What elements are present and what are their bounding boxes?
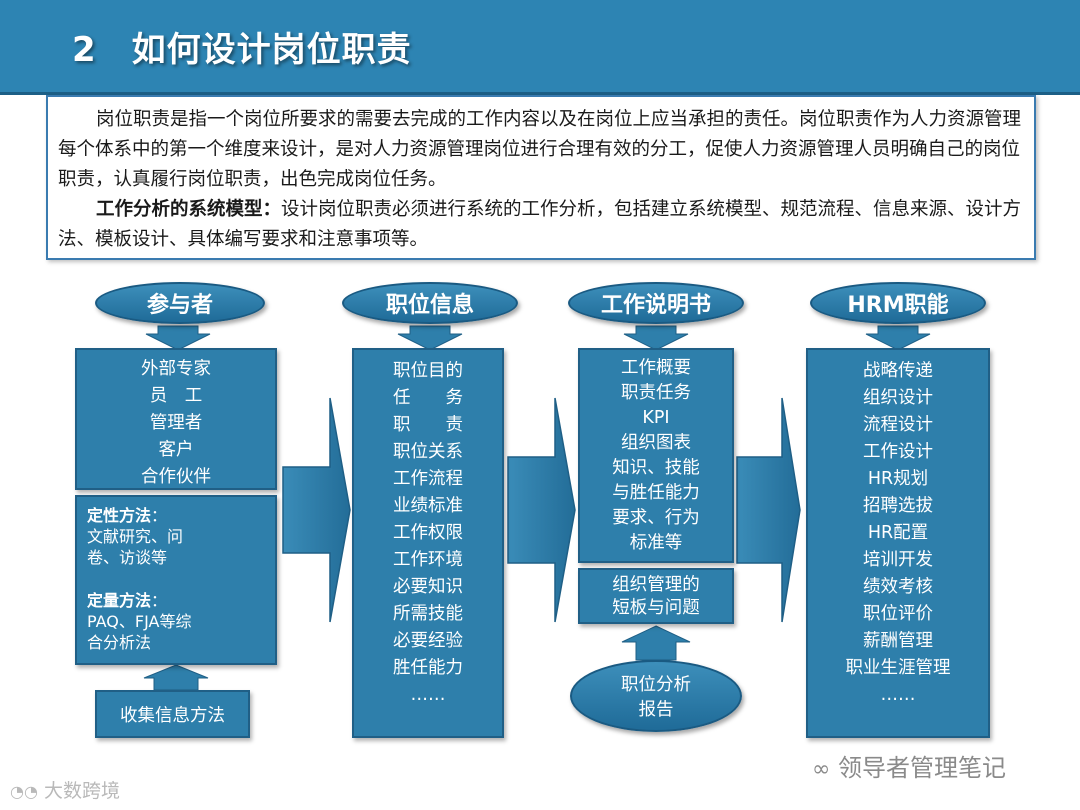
list-item: 培训开发 [863, 550, 933, 570]
list-item: 合作伙伴 [141, 467, 211, 487]
list-item: 管理者 [149, 413, 203, 433]
intro-paragraph-2-text: 设计岗位职责必须进行系统的工作分析，包括建立系统模型、规范流程、信息来源、设计方… [58, 199, 1022, 250]
report-line: 报告 [638, 700, 674, 720]
position-info-header: 职位信息 [342, 282, 518, 324]
list-item: 业绩标准 [393, 496, 463, 516]
list-item: 职责任务 [621, 383, 691, 403]
right-arrow-icon [736, 397, 801, 623]
intro-box: 岗位职责是指一个岗位所要求的需要去完成的工作内容以及在岗位上应当承担的责任。岗位… [46, 95, 1036, 260]
watermark-left-text: 大数跨境 [43, 780, 120, 802]
list-item: 工作权限 [393, 523, 463, 543]
list-item: 职 责 [393, 415, 463, 435]
list-item: 流程设计 [863, 415, 933, 435]
methods-box: 定性方法： 文献研究、问卷、访谈等 定量方法： PAQ、FJA等综合分析法 [75, 495, 277, 665]
quantitative-method-text: PAQ、FJA等综合分析法 [87, 612, 192, 652]
qualitative-method-text: 文献研究、问卷、访谈等 [87, 527, 184, 567]
list-item: 薪酬管理 [863, 631, 933, 651]
list-item: 战略传递 [863, 361, 933, 381]
hrm-functions-header: HRM职能 [810, 282, 986, 324]
list-item: 客户 [158, 440, 194, 460]
list-item: 任 务 [393, 388, 463, 408]
list-item: 知识、技能 [612, 458, 700, 478]
list-item: 要求、行为 [612, 508, 700, 528]
list-item: 工作概要 [621, 358, 691, 378]
list-item: 外部专家 [141, 359, 211, 379]
list-item: 胜任能力 [393, 658, 463, 678]
up-arrow-icon [143, 664, 209, 691]
watermark-bottom-right: ∞ 领导者管理笔记 [812, 748, 1006, 783]
slide-title: 2 如何设计岗位职责 [72, 30, 412, 70]
list-item: 必要经验 [393, 631, 463, 651]
right-arrow-icon [507, 397, 576, 623]
list-item: …… [410, 685, 446, 705]
list-item: …… [880, 685, 916, 705]
list-item: 工作设计 [863, 442, 933, 462]
list-item: 与胜任能力 [612, 483, 700, 503]
job-description-box: 工作概要 职责任务 KPI 组织图表 知识、技能 与胜任能力 要求、行为 标准等 [578, 348, 734, 563]
quantitative-method-label: 定量方法 [87, 591, 152, 610]
intro-paragraph-2-bold: 工作分析的系统模型： [96, 199, 282, 220]
quantitative-method-colon: ： [151, 591, 168, 610]
list-item: 所需技能 [393, 604, 463, 624]
down-arrow-icon [145, 325, 211, 351]
collect-method-label: 收集信息方法 [120, 705, 225, 726]
list-item: 组织设计 [863, 388, 933, 408]
report-line: 职位分析 [621, 675, 691, 695]
right-arrow-icon [282, 397, 351, 623]
title-bar: 2 如何设计岗位职责 [0, 0, 1080, 95]
down-arrow-icon [397, 325, 463, 351]
list-item: KPI [642, 408, 670, 428]
participants-box: 外部专家 员 工 管理者 客户 合作伙伴 [75, 348, 277, 490]
watermark-bottom-left: ◔◔ 大数跨境 [10, 776, 120, 803]
list-item: HR规划 [867, 469, 929, 489]
intro-paragraph-2: 工作分析的系统模型：设计岗位职责必须进行系统的工作分析，包括建立系统模型、规范流… [58, 195, 1026, 255]
list-item: 员 工 [149, 386, 203, 406]
org-management-line: 组织管理的 [612, 575, 700, 595]
wechat-icon: ∞ [812, 757, 831, 782]
chat-bubble-icon: ◔◔ [10, 782, 38, 801]
collect-method-box: 收集信息方法 [95, 690, 250, 738]
list-item: 职位关系 [393, 442, 463, 462]
org-management-line: 短板与问题 [612, 598, 700, 618]
watermark-right-text: 领导者管理笔记 [837, 754, 1006, 782]
down-arrow-icon [623, 325, 689, 351]
list-item: HR配置 [867, 523, 929, 543]
position-info-box: 职位目的 任 务 职 责 职位关系 工作流程 业绩标准 工作权限 工作环境 必要… [352, 348, 504, 738]
list-item: 职位评价 [863, 604, 933, 624]
list-item: 职位目的 [393, 361, 463, 381]
org-management-box: 组织管理的 短板与问题 [578, 568, 734, 624]
intro-paragraph-1: 岗位职责是指一个岗位所要求的需要去完成的工作内容以及在岗位上应当承担的责任。岗位… [58, 109, 1022, 190]
list-item: 绩效考核 [863, 577, 933, 597]
qualitative-method-colon: ： [151, 506, 168, 525]
down-arrow-icon [865, 325, 931, 351]
hrm-functions-box: 战略传递 组织设计 流程设计 工作设计 HR规划 招聘选拔 HR配置 培训开发 … [806, 348, 990, 738]
job-description-header: 工作说明书 [568, 282, 744, 324]
list-item: 职业生涯管理 [845, 658, 951, 678]
list-item: 工作环境 [393, 550, 463, 570]
list-item: 工作流程 [393, 469, 463, 489]
job-analysis-report: 职位分析 报告 [570, 660, 742, 732]
list-item: 必要知识 [393, 577, 463, 597]
list-item: 标准等 [629, 533, 683, 553]
participants-header: 参与者 [95, 282, 265, 324]
up-arrow-icon [621, 625, 691, 661]
list-item: 招聘选拔 [863, 496, 933, 516]
qualitative-method-label: 定性方法 [87, 506, 152, 525]
list-item: 组织图表 [621, 433, 691, 453]
